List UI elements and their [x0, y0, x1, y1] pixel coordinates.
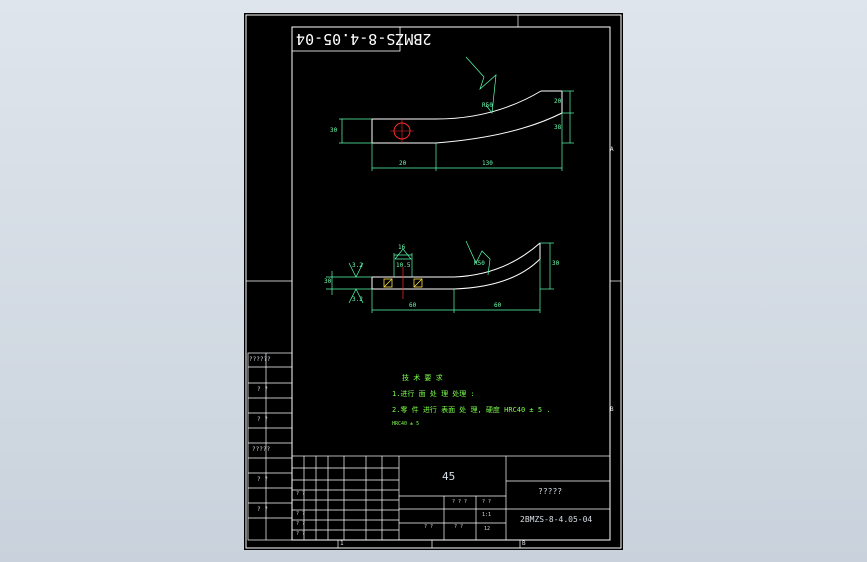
- dim-view2-angle: 3.2: [352, 262, 363, 269]
- material-label: 45: [442, 470, 456, 483]
- drawing-number-label: 2BMZS-8-4.05-04: [520, 515, 593, 524]
- left-strip-label-2: ? ?: [257, 386, 268, 393]
- left-strip-label-3: ? ?: [257, 416, 268, 423]
- tech-notes-line1: 1.进行 面 处 理 处理 :: [392, 390, 475, 398]
- title-row-label-1: ? ?: [296, 491, 306, 497]
- outer-frame: [245, 14, 622, 549]
- left-strip-label-6: ? ?: [257, 506, 268, 513]
- view1-part: [371, 90, 563, 144]
- dim-view1-h2: 38: [554, 124, 562, 131]
- drawing-code-rotated: 2BMZS-8-4.05-04: [296, 30, 432, 48]
- code-box: [291, 26, 401, 52]
- title-sheet-label: 12: [484, 526, 491, 532]
- dim-view2-height: 30: [552, 260, 560, 267]
- title-row-label-3: ? ?: [296, 521, 306, 527]
- dim-view2-hole: 16: [398, 244, 406, 251]
- dim-view1-len1: 20: [399, 160, 407, 167]
- view1-dims: [339, 56, 574, 171]
- dim-view2-tolerance: 10.5: [396, 262, 411, 269]
- title-block: [291, 455, 611, 541]
- dim-view2-left: 30: [324, 278, 332, 285]
- title-footer-left: ? ?: [424, 524, 434, 530]
- title-row-label-2: ? ?: [296, 511, 306, 517]
- dim-view2-len1: 60: [409, 302, 417, 309]
- drawing-sheet: 2BMZS-8-4.05-04 30 20 130 20 38 R50 60 6…: [244, 13, 623, 550]
- title-quantity-label: ? ?: [482, 499, 492, 505]
- title-footer-mid: ? ?: [454, 524, 464, 530]
- cad-drawing: [245, 14, 622, 549]
- dim-view1-len2: 130: [482, 160, 493, 167]
- view2-hatch: [383, 278, 423, 288]
- part-name-label: ?????: [538, 487, 563, 496]
- dim-view2-angle2: 3.2: [352, 296, 363, 303]
- border-mark-right-b: B: [610, 406, 614, 413]
- title-row-label-4: ? ?: [296, 531, 306, 537]
- left-strip-label-1: ??????: [249, 356, 271, 363]
- dim-view1-width: 30: [330, 127, 338, 134]
- dim-view2-len2: 60: [494, 302, 502, 309]
- border-mark-bottom-1: 1: [340, 540, 344, 547]
- view2-part: [371, 242, 541, 290]
- left-strip-label-4: ?????: [252, 446, 271, 453]
- dim-view1-radius: R50: [482, 102, 493, 109]
- dim-view1-h1: 20: [554, 98, 562, 105]
- title-ratio-label: ? ? ?: [452, 499, 468, 505]
- left-strip-label-5: ? ?: [257, 476, 268, 483]
- view2-dims: [326, 240, 554, 313]
- dim-view2-radius: R50: [474, 260, 485, 267]
- title-scale-label: 1:1: [482, 512, 492, 518]
- tech-notes-title: 技 术 要 求: [402, 374, 443, 382]
- border-mark-bottom-2: B: [522, 540, 526, 547]
- border-mark-right-a: A: [610, 146, 614, 153]
- tech-notes-line3: HRC40 ± 5: [392, 421, 420, 427]
- tech-notes-line2: 2.零 件 进行 表面 处 理, 硬度 HRC40 ± 5 .: [392, 406, 551, 414]
- left-strip: [247, 352, 293, 541]
